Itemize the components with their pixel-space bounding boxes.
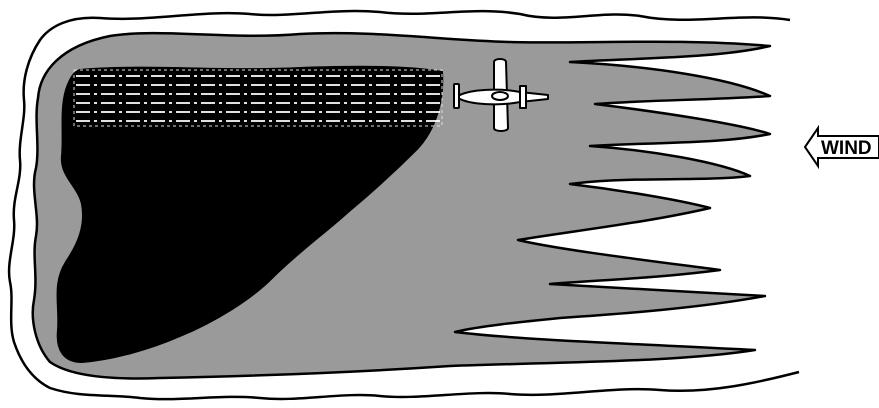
wind-label: WIND xyxy=(821,138,872,159)
airplane-cockpit xyxy=(492,92,508,100)
airplane-propeller xyxy=(454,84,459,108)
airplane-tail xyxy=(520,86,526,108)
wind-indicator: WIND xyxy=(805,128,879,166)
